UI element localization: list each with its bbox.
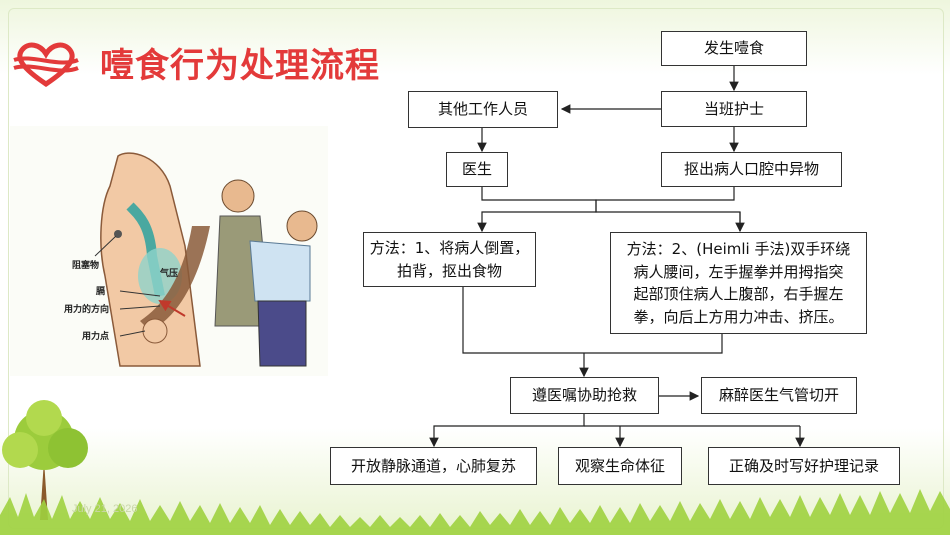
arm [140,226,210,331]
node-doctor: 医生 [446,152,508,187]
node-other-staff: 其他工作人员 [408,91,558,128]
node-method-1: 方法：1、将病人倒置， 拍背，抠出食物 [363,232,536,287]
label-air-pressure: 气压 [159,267,178,279]
method-1-line-1: 方法：1、将病人倒置， [369,239,530,257]
node-method-2: 方法：2、(Heimli 手法)双手环绕 病人腰间，左手握拳并用拇指突 起部顶住… [610,232,867,334]
method-1-line-2: 拍背，抠出食物 [396,261,502,280]
branch-line [429,414,585,448]
heart-knot-logo-icon [13,42,79,88]
rescuer-head [221,179,255,213]
merge-methods [462,287,723,354]
grass-decoration [0,489,950,535]
heimlich-illustration: 阻塞物 气压 膈 用力的方向 用力点 [10,126,328,376]
patient-body [249,240,311,302]
force-arrow [158,299,186,317]
label-diaphragm: 膈 [95,286,105,297]
node-vitals: 观察生命体征 [558,447,682,485]
tree-decoration [2,400,88,520]
footer-date: July 21, 2026 [72,503,138,515]
method-2-line-2: 病人腰间，左手握拳并用拇指突 [633,262,844,281]
node-nurse: 当班护士 [661,91,807,127]
patient-head [286,210,318,242]
method-2-line-4: 拳，向后上方用力冲击、挤压。 [633,307,844,326]
merge-remove-branch [595,187,741,231]
page-title: 噎食行为处理流程 [100,46,380,86]
node-choking: 发生噎食 [661,31,807,66]
label-force-point: 用力点 [81,330,109,342]
node-records: 正确及时写好护理记录 [708,447,900,485]
merge-doctor-remove [477,187,597,233]
node-iv-cpr: 开放静脉通道，心肺复苏 [330,447,537,485]
method-2-line-1: 方法：2、(Heimli 手法)双手环绕 [626,240,851,258]
method-2-line-3: 起部顶住病人上腹部，右手握左 [633,285,844,303]
patient-legs [257,300,307,367]
node-tracheotomy: 麻醉医生气管切开 [701,377,857,414]
node-assist-rescue: 遵医嘱协助抢救 [510,377,659,414]
node-remove-foreign: 抠出病人口腔中异物 [661,152,842,187]
label-force-direction: 用力的方向 [63,303,109,315]
label-obstruction: 阻塞物 [72,259,99,271]
